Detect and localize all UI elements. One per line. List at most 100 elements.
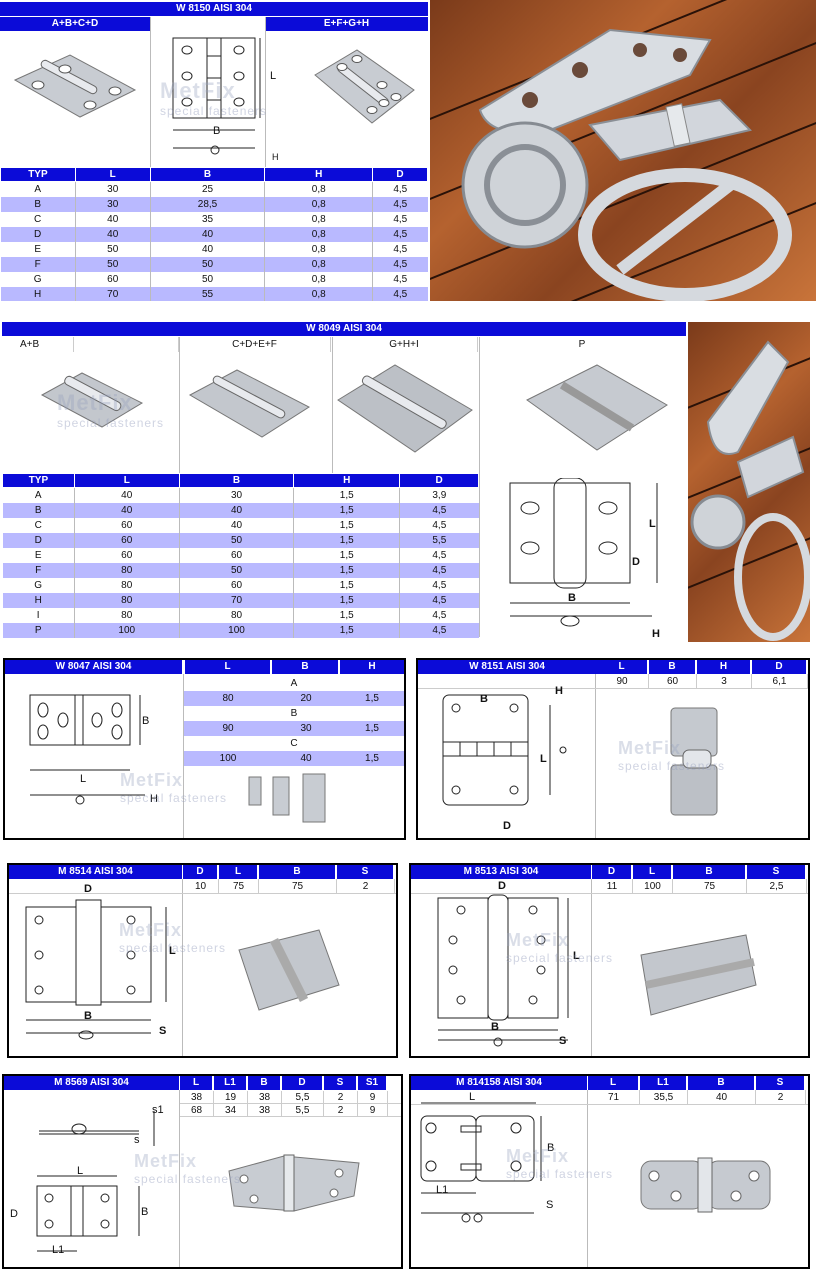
table-cell: 3 (697, 674, 752, 688)
dim-label-s1: s1 (152, 1104, 164, 1116)
col-header: L (588, 1076, 638, 1090)
table-cell: 4,5 (372, 257, 428, 272)
table-cell: 2 (324, 1104, 358, 1116)
table-cell: 50 (178, 533, 294, 548)
boat-hardware-photo (430, 0, 816, 301)
dim-label-l1: L1 (52, 1244, 65, 1256)
table-cell: C (0, 212, 76, 227)
table-cell: 0,8 (264, 212, 373, 227)
table-cell: 28,5 (149, 197, 265, 212)
table-cell: 4,5 (372, 287, 428, 301)
group-label-left: A+B+C+D (0, 17, 150, 31)
hinge-photo (337, 364, 473, 453)
table-cell: 4,5 (372, 197, 428, 212)
dim-label-b: B (141, 1206, 149, 1218)
col-header: D (592, 865, 631, 879)
table-cell: 1,5 (293, 563, 400, 578)
hinge-photo (13, 54, 137, 118)
table-cell: 60 (74, 272, 151, 287)
hinge-drawing (36, 1111, 155, 1252)
table-cell: 0,8 (264, 197, 373, 212)
table-cell: 10 (183, 879, 219, 893)
hinge-photo (670, 707, 718, 816)
table-cell: 4,5 (372, 242, 428, 257)
table-cell: 70 (74, 287, 151, 301)
table-cell: 4,5 (372, 227, 428, 242)
group-label: C+D+E+F (179, 337, 331, 352)
dim-label-h: H (555, 685, 563, 697)
table-cell: 60 (649, 674, 697, 688)
col-header: D (183, 865, 217, 879)
table-cell: 1,5 (293, 518, 400, 533)
table-cell: 0,8 (264, 257, 373, 272)
table-cell: F (2, 563, 75, 578)
hinge-photo (40, 372, 144, 428)
table-cell: 34 (214, 1104, 248, 1116)
dim-label-l: L (649, 518, 656, 530)
hinge-photo (238, 929, 340, 1011)
table-cell: 4,5 (399, 593, 479, 608)
hinge-photo (526, 364, 668, 451)
table-cell: 90 (222, 723, 234, 734)
hinge-drawing (29, 694, 145, 805)
table-cell: 80 (222, 693, 234, 704)
table-cell: 9 (358, 1091, 388, 1103)
table-cell: E (0, 242, 76, 257)
panel-title: M 8514 AISI 304 (9, 865, 182, 879)
col-header: H (697, 660, 750, 674)
dim-label-l: L (573, 950, 580, 962)
table-cell: 25 (149, 181, 265, 197)
table-cell: 4,5 (372, 212, 428, 227)
panel-title: W 8047 AISI 304 (5, 660, 182, 674)
dim-label-d: D (503, 820, 511, 832)
table-cell: 38 (248, 1091, 282, 1103)
dim-label-b: B (213, 125, 221, 137)
group-label: A (184, 676, 404, 691)
group-label: B (184, 706, 404, 721)
table-cell: 50 (74, 257, 151, 272)
table-cell: 0,8 (264, 181, 373, 197)
table-cell: 1,5 (365, 693, 379, 704)
table-cell: 70 (178, 593, 294, 608)
table-cell: 1,5 (293, 608, 400, 623)
hinge-drawing (172, 37, 261, 155)
col-header: B (149, 167, 266, 182)
table-cell: B (2, 503, 75, 518)
group-label: P (578, 339, 586, 350)
table-cell: 60 (73, 548, 180, 563)
col-header: S (337, 865, 393, 879)
col-header: L (219, 865, 257, 879)
table-cell: 40 (300, 753, 312, 764)
table-cell: 40 (688, 1090, 756, 1104)
table-cell: 4,5 (372, 181, 428, 197)
table-cell: 4,5 (399, 608, 479, 623)
col-header: S1 (358, 1076, 386, 1090)
panel-title: M 814158 AISI 304 (411, 1076, 587, 1090)
col-header: H (293, 473, 401, 488)
table-cell: 80 (73, 593, 180, 608)
table-cell: 40 (74, 227, 151, 242)
group-labels: A+B C+D+E+F G+H+I P (2, 337, 686, 352)
table-cell: P (2, 623, 75, 638)
table-cell: 1,5 (293, 487, 400, 503)
col-header: B (259, 865, 335, 879)
table-cell: 60 (73, 518, 180, 533)
dim-label-h: H (150, 793, 158, 805)
hinge-drawing (437, 894, 569, 1047)
table-cell: 60 (178, 548, 294, 563)
table-cell: 50 (149, 257, 265, 272)
group-label: C (184, 736, 404, 751)
table-cell: D (2, 533, 75, 548)
table-cell: 2 (756, 1090, 806, 1104)
